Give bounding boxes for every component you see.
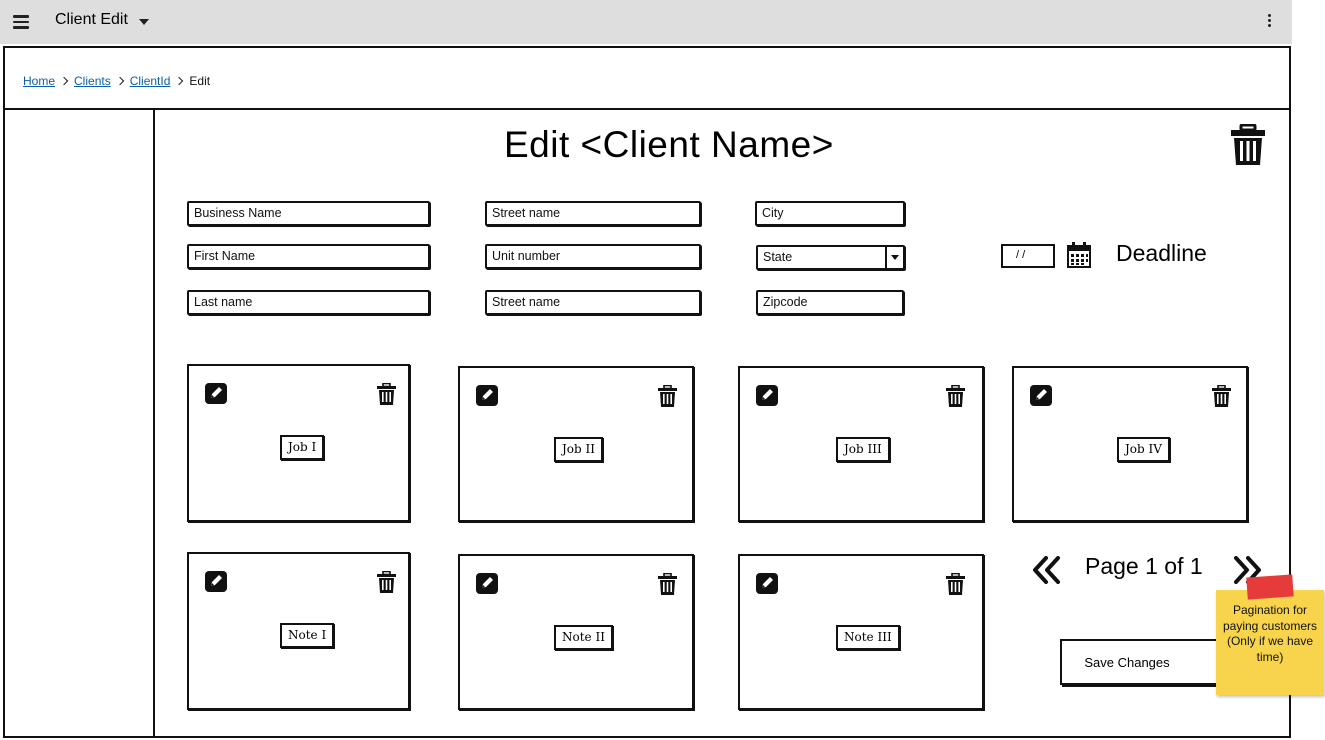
edit-icon[interactable] xyxy=(205,383,227,404)
pagination-label: Page 1 of 1 xyxy=(1085,553,1203,579)
hamburger-icon[interactable] xyxy=(13,15,29,29)
business-name-field[interactable]: Business Name xyxy=(187,201,430,226)
state-select[interactable]: State xyxy=(756,245,905,270)
top-app-bar: Client Edit xyxy=(0,0,1292,44)
street-name-field[interactable]: Street name xyxy=(485,201,701,226)
trash-icon[interactable] xyxy=(658,385,677,407)
trash-icon[interactable] xyxy=(377,383,396,405)
edit-icon[interactable] xyxy=(756,573,778,594)
kebab-menu-icon[interactable] xyxy=(1268,14,1272,28)
date-field[interactable]: / / xyxy=(1001,244,1055,268)
caret-down-icon[interactable] xyxy=(139,19,149,25)
trash-icon[interactable] xyxy=(1212,385,1231,407)
edit-icon[interactable] xyxy=(476,385,498,406)
edit-icon[interactable] xyxy=(1030,385,1052,406)
note-label[interactable]: Note I xyxy=(280,623,335,648)
trash-icon[interactable] xyxy=(946,573,965,595)
edit-icon[interactable] xyxy=(756,385,778,406)
job-label[interactable]: Job I xyxy=(280,435,325,460)
unit-number-field[interactable]: Unit number xyxy=(485,244,701,269)
note-label[interactable]: Note III xyxy=(836,625,900,650)
chevron-down-icon xyxy=(885,247,903,268)
double-chevron-left-icon[interactable] xyxy=(1031,556,1061,584)
state-select-value: State xyxy=(763,250,793,264)
breadcrumb-current: Edit xyxy=(189,74,211,88)
breadcrumb-home[interactable]: Home xyxy=(23,74,56,88)
job-card-3: Job III xyxy=(738,366,984,522)
trash-icon[interactable] xyxy=(658,573,677,595)
breadcrumb: Home Clients ClientId Edit xyxy=(23,74,210,88)
breadcrumb-client-id[interactable]: ClientId xyxy=(129,74,171,88)
job-card-4: Job IV xyxy=(1012,366,1248,522)
main-frame xyxy=(3,108,1291,738)
app-title[interactable]: Client Edit xyxy=(55,11,128,28)
edit-icon[interactable] xyxy=(476,573,498,594)
note-card-3: Note III xyxy=(738,554,984,710)
job-label[interactable]: Job II xyxy=(554,437,604,462)
first-name-field[interactable]: First Name xyxy=(187,244,430,269)
job-card-1: Job I xyxy=(187,364,410,522)
trash-icon[interactable] xyxy=(1230,124,1266,166)
note-label[interactable]: Note II xyxy=(554,625,613,650)
breadcrumb-bar: Home Clients ClientId Edit xyxy=(3,46,1291,110)
breadcrumb-clients[interactable]: Clients xyxy=(74,74,111,88)
save-changes-button[interactable]: Save Changes xyxy=(1060,639,1232,685)
street-name-field-2[interactable]: Street name xyxy=(485,290,701,315)
sticky-note: Pagination for paying customers (Only if… xyxy=(1216,590,1324,695)
calendar-icon[interactable] xyxy=(1067,242,1091,268)
chevron-right-icon xyxy=(175,76,184,86)
page-title: Edit <Client Name> xyxy=(504,124,834,165)
last-name-field[interactable]: Last name xyxy=(187,290,430,315)
note-card-1: Note I xyxy=(187,552,410,710)
job-label[interactable]: Job III xyxy=(836,437,890,462)
edit-icon[interactable] xyxy=(205,571,227,592)
zipcode-field[interactable]: Zipcode xyxy=(756,290,904,315)
trash-icon[interactable] xyxy=(377,571,396,593)
note-card-2: Note II xyxy=(458,554,694,710)
sidebar xyxy=(3,110,155,738)
deadline-label: Deadline xyxy=(1116,240,1207,266)
trash-icon[interactable] xyxy=(946,385,965,407)
job-label[interactable]: Job IV xyxy=(1117,437,1170,462)
sticky-tape xyxy=(1246,574,1294,600)
city-field[interactable]: City xyxy=(755,201,905,226)
chevron-right-icon xyxy=(59,76,69,86)
job-card-2: Job II xyxy=(458,366,694,522)
chevron-right-icon xyxy=(115,76,124,86)
